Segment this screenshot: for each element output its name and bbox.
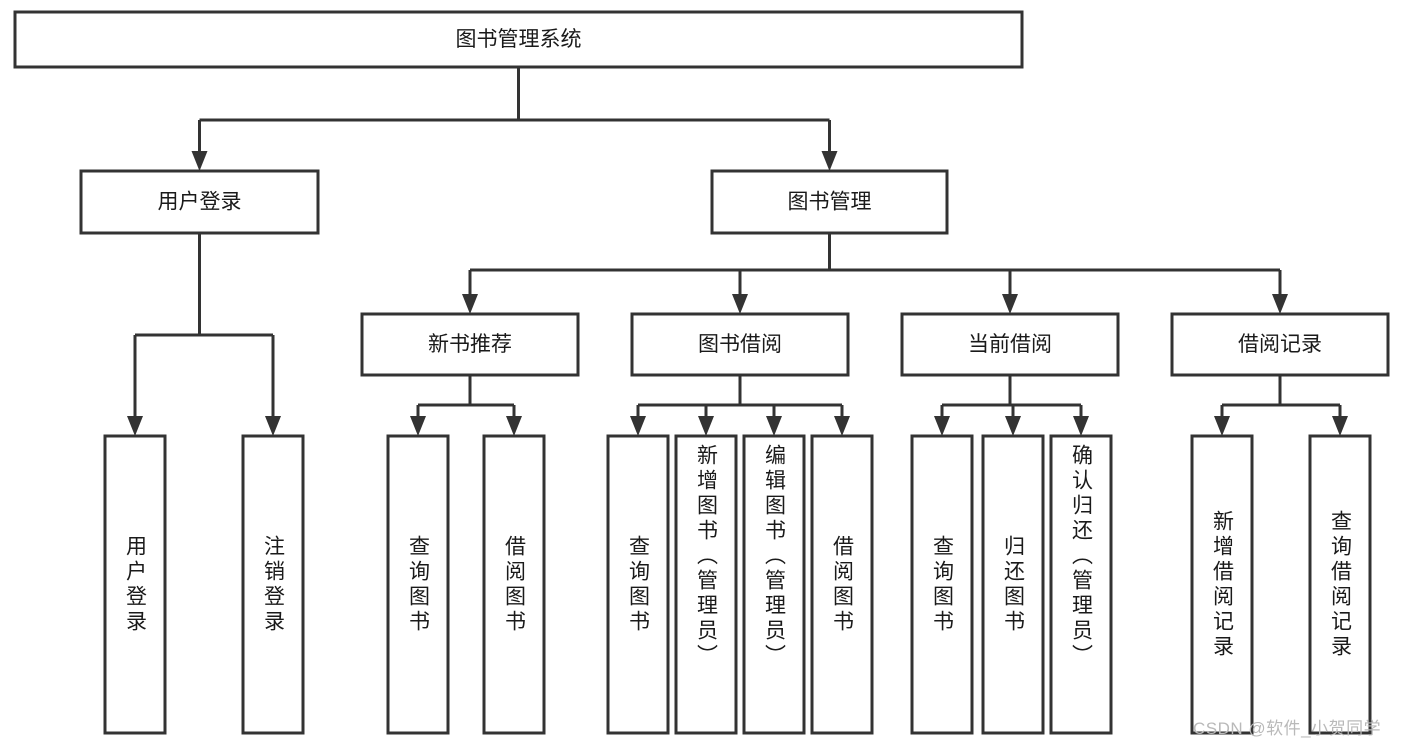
node-box-current-borrow[interactable]	[900, 312, 1120, 377]
arrow-head-icon	[821, 151, 838, 171]
arrow-head-icon	[1002, 294, 1018, 314]
arrow-head-icon	[462, 294, 478, 314]
arrow-head-icon	[265, 416, 281, 436]
arrow-head-icon	[1073, 416, 1089, 436]
node-label-borrow-record: 借阅记录	[1238, 333, 1322, 356]
node-label-current-borrow: 当前借阅	[968, 333, 1052, 356]
node-box-leaf-edit-book[interactable]	[742, 434, 806, 735]
node-box-leaf-add-record[interactable]	[1190, 434, 1254, 735]
node-box-user-login[interactable]	[79, 169, 320, 235]
connectors-layer	[127, 67, 1348, 436]
node-label-root: 图书管理系统	[456, 28, 582, 51]
node-box-leaf-borrow-book-2[interactable]	[810, 434, 874, 735]
node-box-leaf-add-book[interactable]	[674, 434, 738, 735]
arrow-head-icon	[698, 416, 714, 436]
boxes-layer	[13, 10, 1390, 735]
node-box-leaf-confirm-return[interactable]	[1049, 434, 1113, 735]
node-box-leaf-borrow-book-1[interactable]	[482, 434, 546, 735]
arrow-head-icon	[934, 416, 950, 436]
node-box-book-manage[interactable]	[710, 169, 949, 235]
arrow-head-icon	[766, 416, 782, 436]
csdn-watermark: CSDN @软件_小贺同学	[1193, 719, 1382, 738]
arrow-head-icon	[834, 416, 850, 436]
arrow-head-icon	[1272, 294, 1288, 314]
node-box-leaf-user-login[interactable]	[103, 434, 167, 735]
arrow-head-icon	[191, 151, 208, 171]
node-box-leaf-query-book-1[interactable]	[386, 434, 450, 735]
arrow-head-icon	[732, 294, 748, 314]
arrow-head-icon	[506, 416, 522, 436]
arrow-head-icon	[1005, 416, 1021, 436]
arrow-head-icon	[630, 416, 646, 436]
arrow-head-icon	[410, 416, 426, 436]
node-box-leaf-query-book-3[interactable]	[910, 434, 974, 735]
node-box-leaf-query-record[interactable]	[1308, 434, 1372, 735]
node-box-new-book-rec[interactable]	[360, 312, 580, 377]
arrow-head-icon	[1332, 416, 1348, 436]
arrow-head-icon	[127, 416, 143, 436]
node-box-book-borrow[interactable]	[630, 312, 850, 377]
node-box-root[interactable]	[13, 10, 1024, 69]
node-box-borrow-record[interactable]	[1170, 312, 1390, 377]
arrow-head-icon	[1214, 416, 1230, 436]
node-box-leaf-query-book-2[interactable]	[606, 434, 670, 735]
node-label-book-manage: 图书管理	[788, 191, 872, 214]
node-label-user-login: 用户登录	[158, 191, 242, 214]
node-label-new-book-rec: 新书推荐	[428, 333, 512, 356]
node-label-book-borrow: 图书借阅	[698, 333, 782, 356]
node-box-leaf-return-book[interactable]	[981, 434, 1045, 735]
node-box-leaf-logout[interactable]	[241, 434, 305, 735]
